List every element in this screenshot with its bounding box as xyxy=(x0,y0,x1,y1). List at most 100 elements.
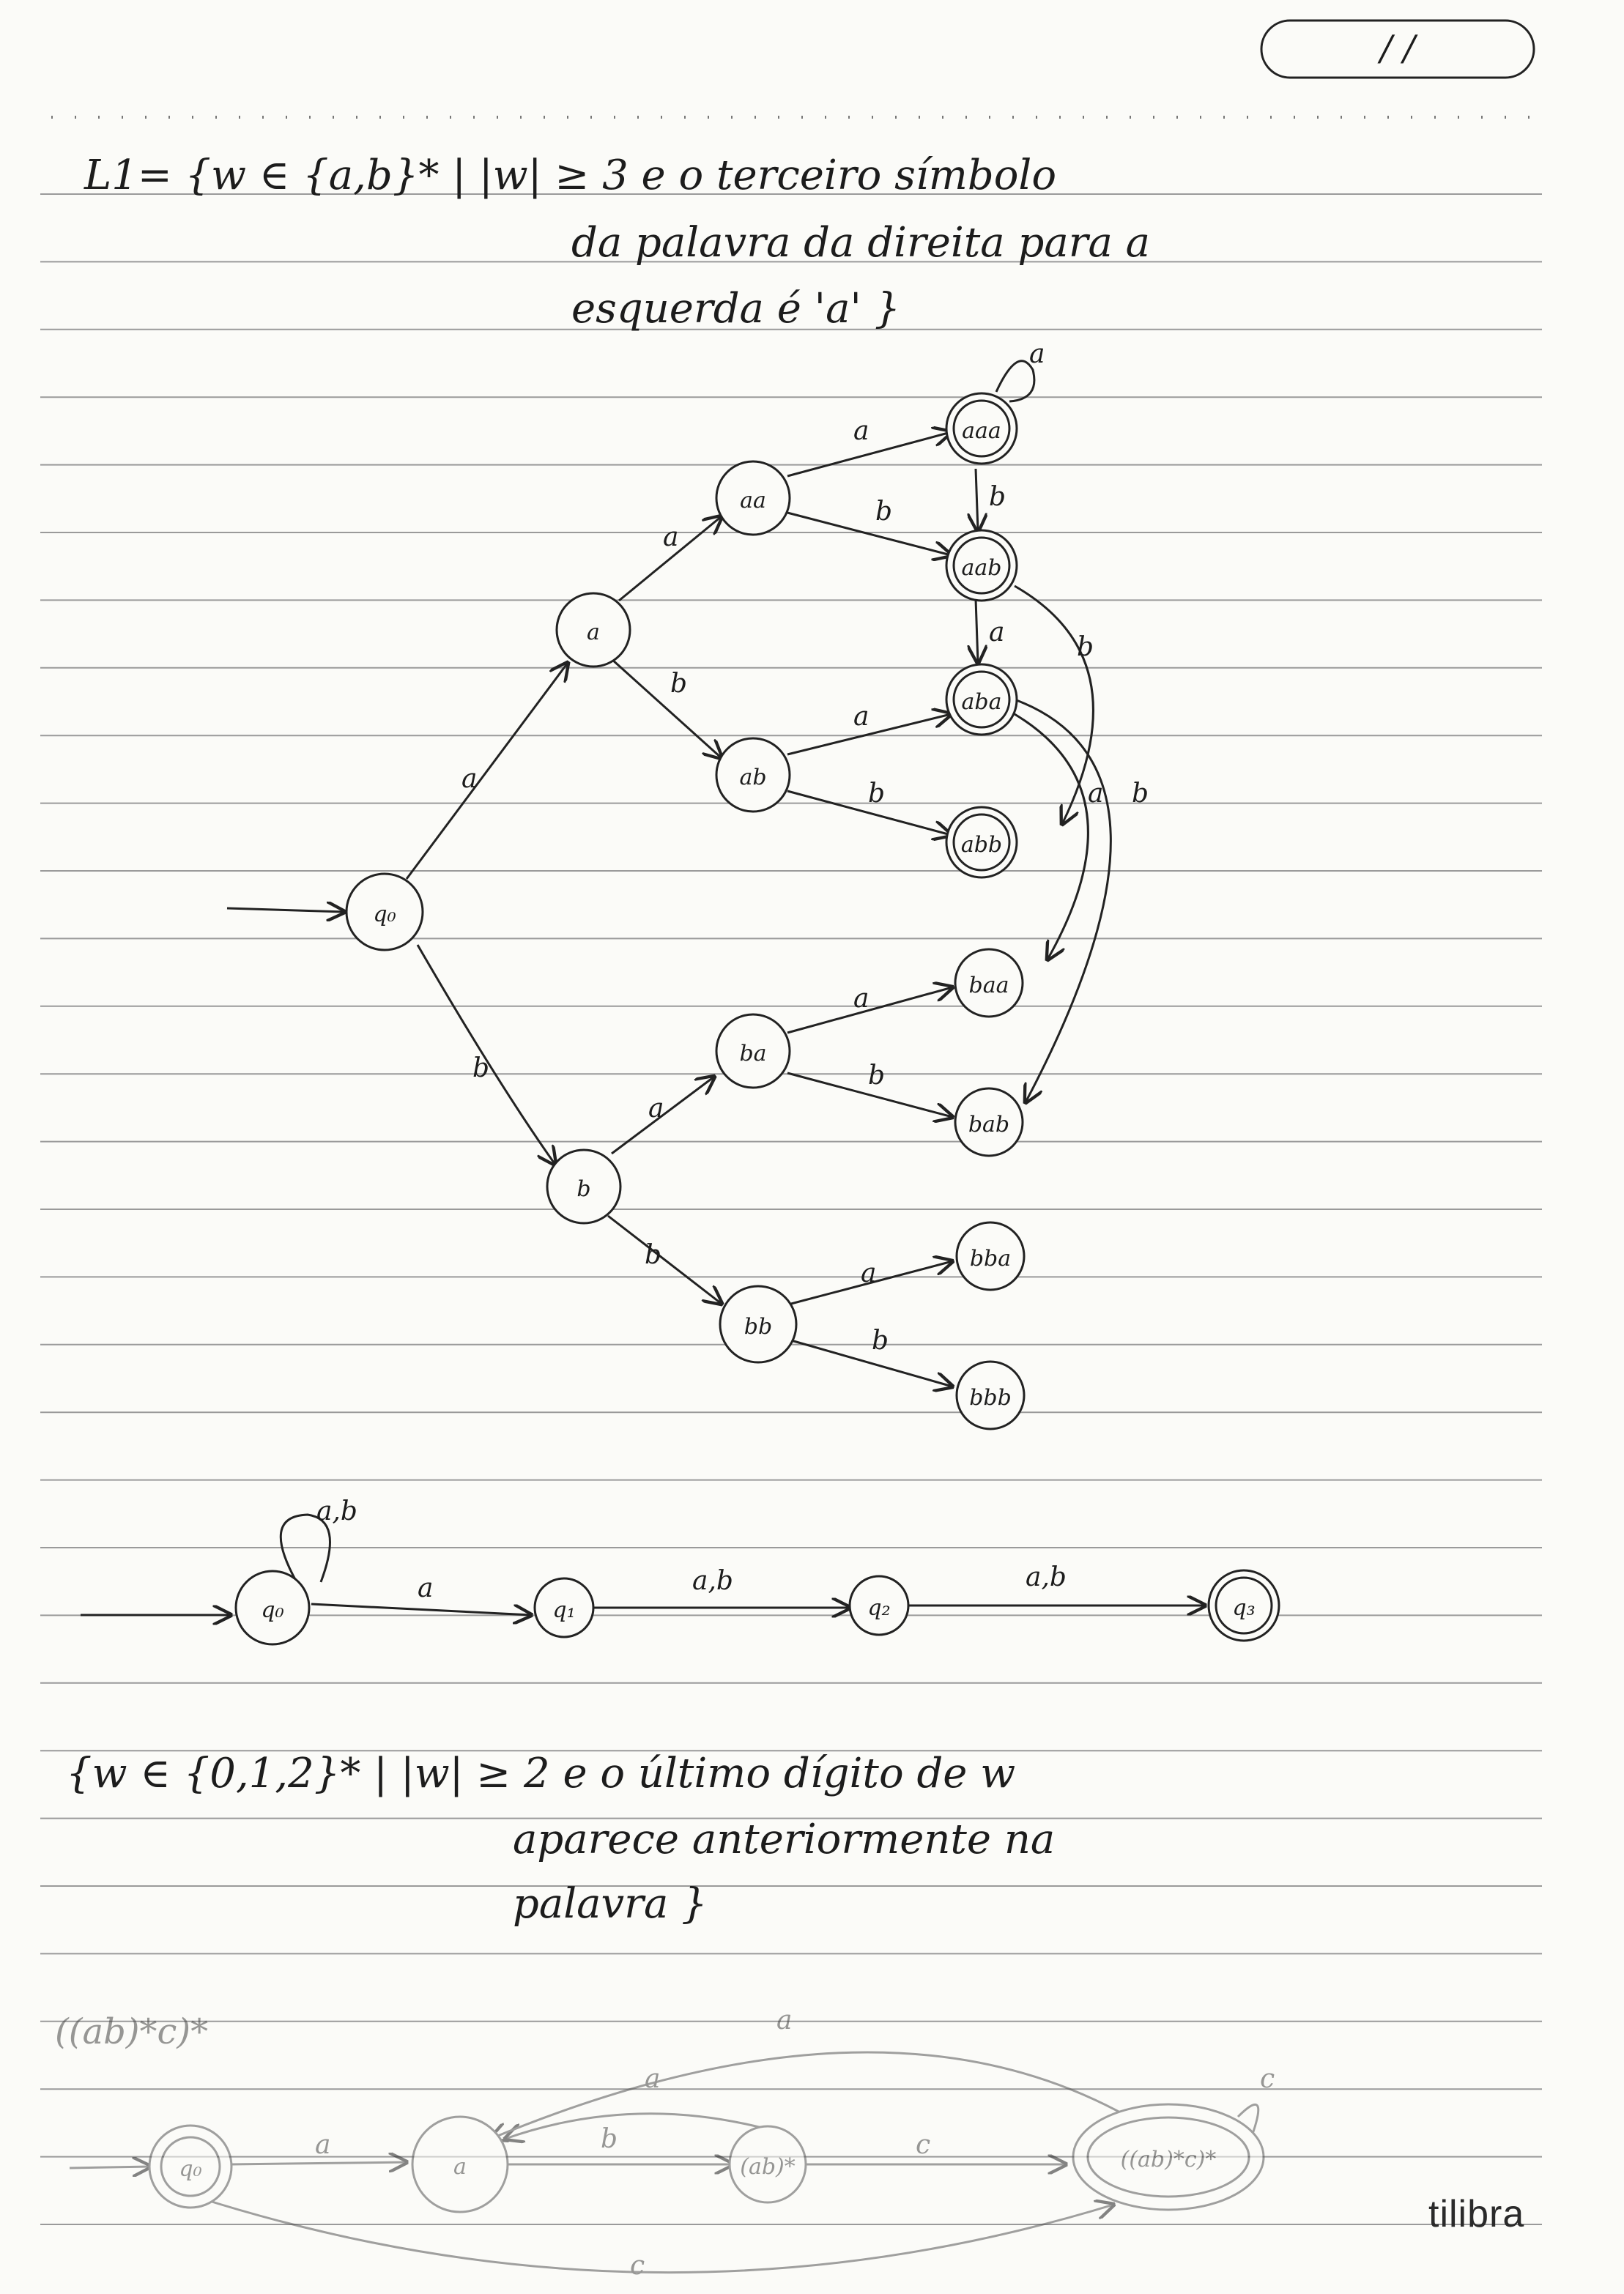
svg-text:q₂: q₂ xyxy=(867,1595,890,1621)
state-bbb: bbb xyxy=(955,1360,1026,1430)
svg-text:a: a xyxy=(587,620,600,645)
label-aaa-aab: b xyxy=(989,482,1006,512)
sketch-start-arrow xyxy=(69,2167,150,2168)
sketch-state-a: a xyxy=(411,2115,509,2213)
state-aaa: aaa xyxy=(945,392,1018,465)
svg-text:b: b xyxy=(576,1176,590,1202)
label-ba-bab: b xyxy=(868,1061,885,1091)
nfa-state-q2: q₂ xyxy=(848,1575,910,1636)
language-2-definition: {w ∈ {0,1,2}* | |w| ≥ 2 e o último dígit… xyxy=(66,1750,1055,1928)
edge-ab-abb xyxy=(787,790,951,835)
brand-logo: tilibra xyxy=(1428,2193,1524,2235)
sketch-edge-q0-final xyxy=(197,2196,1113,2273)
edge-bb-bba xyxy=(790,1261,952,1305)
edge-aba-bab xyxy=(1014,698,1112,1102)
state-bba: bba xyxy=(955,1221,1026,1291)
nfa-label-q2-q3: a,b xyxy=(1026,1562,1067,1592)
svg-text:((ab)*c)*: ((ab)*c)* xyxy=(1121,2147,1217,2172)
svg-text:bba: bba xyxy=(970,1246,1011,1272)
edge-aaa-aab xyxy=(976,468,978,531)
edge-ba-baa xyxy=(787,987,952,1034)
label-ab-aba: a xyxy=(853,702,869,732)
label-aab-abb: b xyxy=(1077,632,1094,662)
label-aa-aaa: a xyxy=(853,416,869,446)
state-baa: baa xyxy=(954,948,1024,1018)
sketch-regex: ((ab)*c)* xyxy=(55,2011,208,2052)
svg-text:q₁: q₁ xyxy=(552,1597,575,1623)
sketch-label-ab-final: c xyxy=(916,2130,930,2160)
sketch-label-q0-final: c xyxy=(630,2251,645,2281)
state-b: b xyxy=(546,1148,622,1225)
svg-text:baa: baa xyxy=(969,973,1009,998)
sketch-edge-q0-a xyxy=(230,2162,407,2164)
ruled-lines xyxy=(40,193,1542,2225)
edge-a-aa xyxy=(618,516,722,602)
nfa-state-q0: q₀ xyxy=(234,1570,311,1646)
svg-text:aba: aba xyxy=(962,689,1002,715)
label-bb-bbb: b xyxy=(872,1326,889,1356)
edge-b-ba xyxy=(611,1077,714,1155)
edge-aaa-loop xyxy=(995,360,1036,403)
sketch-label-ab-a: a xyxy=(645,2064,660,2094)
edge-aa-aaa xyxy=(787,432,951,478)
state-aba: aba xyxy=(945,663,1018,736)
sketch-state-q0: q₀ xyxy=(148,2124,233,2209)
state-aab: aab xyxy=(945,529,1018,602)
language-2-line-3: palavra } xyxy=(513,1880,708,1928)
state-ba: ba xyxy=(715,1013,791,1089)
svg-text:q₀: q₀ xyxy=(261,1597,283,1623)
nfa-edge-q0-loop xyxy=(279,1513,331,1583)
nfa-label-q0-q1: a xyxy=(418,1573,433,1603)
state-aa: aa xyxy=(715,460,791,536)
label-q0-b: b xyxy=(472,1053,489,1083)
sketch-state-final: ((ab)*c)* xyxy=(1072,2103,1265,2211)
label-b-ba: a xyxy=(648,1094,664,1124)
sketch-label-a-ab: b xyxy=(601,2124,618,2154)
nfa-label-q0-loop: a,b xyxy=(316,1496,357,1526)
language-1-line-3: esquerda é 'a' } xyxy=(571,285,900,333)
nfa-state-q1: q₁ xyxy=(533,1577,595,1638)
label-aa-aab: b xyxy=(875,497,892,527)
sketch-label-final-loop: c xyxy=(1260,2064,1275,2094)
label-aaa-loop: a xyxy=(1029,339,1045,369)
svg-text:a: a xyxy=(453,2154,467,2180)
label-q0-a: a xyxy=(461,764,477,794)
label-bb-bba: a xyxy=(861,1258,876,1288)
svg-text:q₃: q₃ xyxy=(1232,1595,1255,1621)
nfa-label-q1-q2: a,b xyxy=(692,1566,733,1596)
date-field-box xyxy=(1260,19,1535,79)
automaton-1: q₀ a b aa ab ba bb aaa aab aba abb baa b… xyxy=(226,339,1149,1430)
edge-ba-bab xyxy=(787,1072,952,1117)
svg-text:aab: aab xyxy=(962,555,1002,581)
language-1-line-2: da palavra da direita para a xyxy=(571,219,1150,267)
svg-text:aa: aa xyxy=(740,488,766,513)
pencil-sketch: ((ab)*c)* q₀ a (ab)* ((ab)*c)* a b a c c… xyxy=(55,2005,1275,2281)
language-2-line-1: {w ∈ {0,1,2}* | |w| ≥ 2 e o último dígit… xyxy=(66,1750,1015,1797)
edge-q0-b xyxy=(416,944,555,1165)
date-field: / / xyxy=(1260,19,1535,79)
svg-text:q₀: q₀ xyxy=(373,902,396,927)
sketch-label-q0-a: a xyxy=(315,2130,330,2160)
state-q0: q₀ xyxy=(345,872,424,951)
language-1-definition: L1= {w ∈ {a,b}* | |w| ≥ 3 e o terceiro s… xyxy=(84,152,1150,333)
edge-bb-bbb xyxy=(790,1339,952,1387)
automaton-2: q₀ q₁ q₂ q₃ a,b a a,b a,b xyxy=(81,1496,1280,1646)
edge-ab-aba xyxy=(787,714,951,756)
edge-a-ab xyxy=(610,658,722,758)
svg-text:abb: abb xyxy=(961,832,1002,858)
state-abb: abb xyxy=(945,806,1018,879)
svg-text:ab: ab xyxy=(739,765,766,790)
language-1-line-1: L1= {w ∈ {a,b}* | |w| ≥ 3 e o terceiro s… xyxy=(84,152,1056,199)
nfa-state-q3: q₃ xyxy=(1207,1569,1280,1642)
label-a-aa: a xyxy=(663,522,678,552)
sketch-state-ab: (ab)* xyxy=(728,2125,807,2204)
svg-text:bbb: bbb xyxy=(969,1385,1012,1411)
sketch-edge-ab-a xyxy=(505,2112,763,2139)
date-field-text: / / xyxy=(1377,28,1418,69)
svg-text:bab: bab xyxy=(968,1112,1009,1137)
sketch-label-final-a: a xyxy=(776,2005,792,2035)
label-ab-abb: b xyxy=(868,779,885,809)
edge-aba-baa xyxy=(1014,713,1089,959)
sketch-edge-final-a xyxy=(491,2051,1129,2139)
